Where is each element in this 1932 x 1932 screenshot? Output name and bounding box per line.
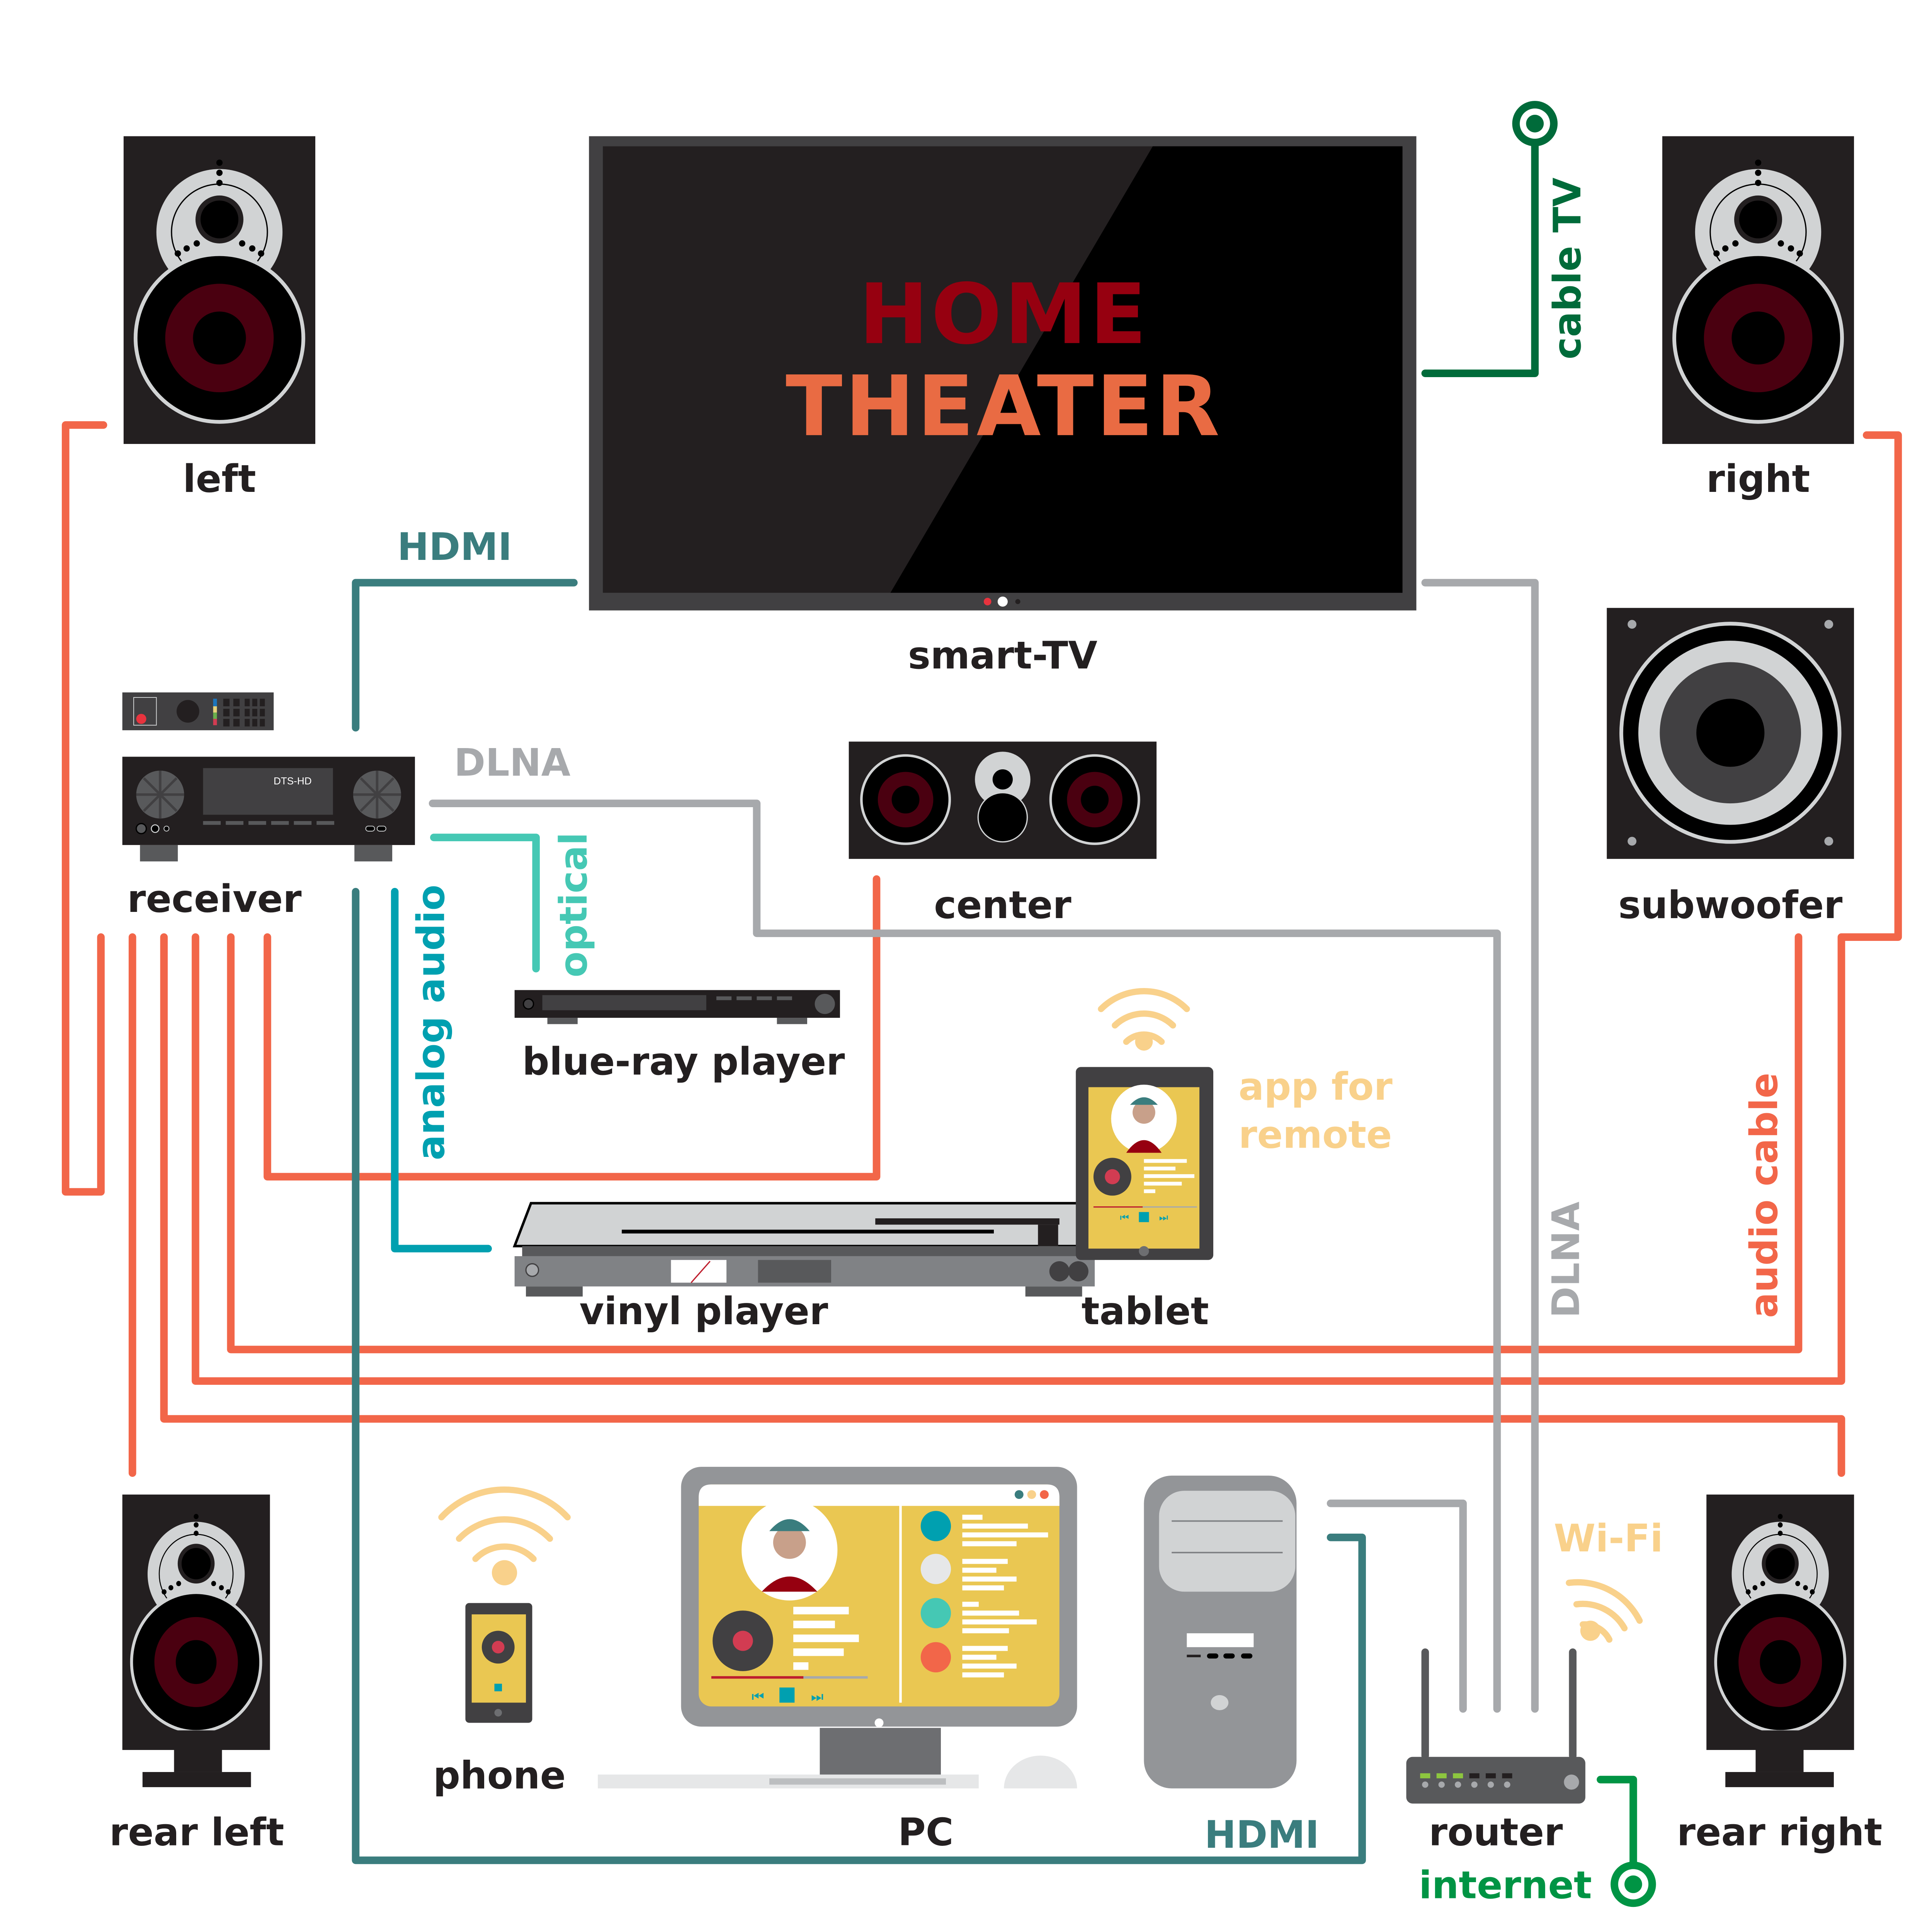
cable-front-left xyxy=(61,421,107,1196)
mouse[interactable] xyxy=(1004,1755,1077,1789)
front-right-speaker[interactable] xyxy=(1662,135,1855,445)
cable-dlna-receiver xyxy=(429,799,1501,1713)
cable-hdmi-tv xyxy=(352,579,578,732)
rear-left-label: rear left xyxy=(109,1810,284,1854)
smart-tv[interactable]: HOME THEATER xyxy=(589,136,1417,611)
antenna-right xyxy=(1569,1648,1577,1760)
router[interactable] xyxy=(1406,1648,1585,1804)
play-button[interactable] xyxy=(1139,1212,1149,1222)
wifi-label: Wi-Fi xyxy=(1554,1517,1663,1561)
analog-audio-label: analog audio xyxy=(409,884,453,1160)
next-icon[interactable]: ⏭ xyxy=(811,1689,823,1705)
app-remote-label-line2: remote xyxy=(1238,1113,1392,1157)
subwoofer-label: subwoofer xyxy=(1618,883,1842,927)
tablet[interactable]: ⏮ ⏭ xyxy=(1076,1067,1213,1260)
power-button[interactable] xyxy=(1211,1695,1229,1711)
title-theater: THEATER xyxy=(786,358,1222,455)
speaker-icon xyxy=(122,1494,270,1751)
vu-meter xyxy=(671,1260,727,1283)
cable-center xyxy=(264,875,881,1181)
cable-internet xyxy=(1597,1776,1656,1907)
rear-left-speaker[interactable] xyxy=(122,1494,270,1751)
rear-right-speaker[interactable] xyxy=(1706,1494,1855,1751)
phone[interactable] xyxy=(465,1603,532,1723)
optical-label: optical xyxy=(552,832,596,977)
dlna-right-label: DLNA xyxy=(1544,1201,1588,1318)
dlna-top-label: DLNA xyxy=(454,741,571,785)
phone-label: phone xyxy=(433,1753,566,1798)
av-receiver[interactable]: DTS-HD xyxy=(122,757,415,862)
blu-ray-player[interactable] xyxy=(514,990,840,1024)
router-label: router xyxy=(1429,1810,1563,1854)
next-icon[interactable]: ⏭ xyxy=(1159,1212,1168,1224)
wifi-icon-phone xyxy=(438,1486,571,1562)
title-home: HOME xyxy=(859,266,1149,363)
cable-dlna-pc xyxy=(1327,1499,1467,1713)
play-button[interactable] xyxy=(779,1687,795,1703)
front-right-label: right xyxy=(1706,457,1810,501)
subwoofer[interactable] xyxy=(1607,608,1854,859)
previous-icon[interactable]: ⏮ xyxy=(752,1689,764,1705)
receiver-display xyxy=(203,768,333,815)
speaker-icon xyxy=(123,135,316,445)
cable-dlna-tv xyxy=(1421,579,1539,1713)
pc-tower[interactable] xyxy=(1144,1475,1297,1789)
receiver-label: receiver xyxy=(127,877,301,921)
center-speaker[interactable] xyxy=(849,742,1157,859)
antenna-left xyxy=(1421,1648,1429,1760)
smart-tv-label: smart-TV xyxy=(908,634,1097,678)
receiver-display-text: DTS-HD xyxy=(274,775,312,787)
blu-ray-label: blue-ray player xyxy=(522,1040,845,1084)
power-button[interactable] xyxy=(522,998,534,1010)
cable-subwoofer xyxy=(227,933,1803,1354)
remote-control[interactable] xyxy=(122,692,274,730)
internet-label: internet xyxy=(1419,1863,1592,1907)
cable-tv-line xyxy=(1421,101,1558,377)
pc-monitor[interactable]: ⏮ ⏭ xyxy=(681,1467,1077,1776)
power-button[interactable] xyxy=(135,823,147,835)
vinyl-player[interactable] xyxy=(512,1202,1095,1297)
wifi-icon-router xyxy=(1566,1579,1643,1643)
pc-label: PC xyxy=(898,1810,954,1854)
audio-cable-label: audio cable xyxy=(1742,1073,1786,1318)
router-button[interactable] xyxy=(1564,1774,1579,1790)
app-remote-label-line1: app for xyxy=(1238,1065,1392,1109)
speaker-icon xyxy=(1662,135,1855,445)
keyboard[interactable] xyxy=(598,1774,979,1789)
cable-front-right xyxy=(192,431,1902,1385)
rear-right-label: rear right xyxy=(1677,1810,1883,1854)
cable-tv-label: cable TV xyxy=(1546,177,1590,359)
cable-analog-audio xyxy=(391,888,492,1253)
previous-icon[interactable]: ⏮ xyxy=(1120,1212,1129,1224)
hdmi-bottom-label: HDMI xyxy=(1204,1813,1319,1857)
cable-optical xyxy=(430,833,540,973)
tablet-label: tablet xyxy=(1082,1289,1209,1333)
front-left-label: left xyxy=(183,457,256,501)
speaker-icon xyxy=(1706,1494,1855,1751)
cable-hdmi-pc xyxy=(352,888,1366,1864)
front-left-speaker[interactable] xyxy=(123,135,316,445)
power-icon xyxy=(136,714,146,724)
center-label: center xyxy=(934,883,1071,927)
hdmi-top-label: HDMI xyxy=(397,525,512,569)
vinyl-player-label: vinyl player xyxy=(579,1289,828,1333)
cable-rear-right xyxy=(160,933,1845,1477)
